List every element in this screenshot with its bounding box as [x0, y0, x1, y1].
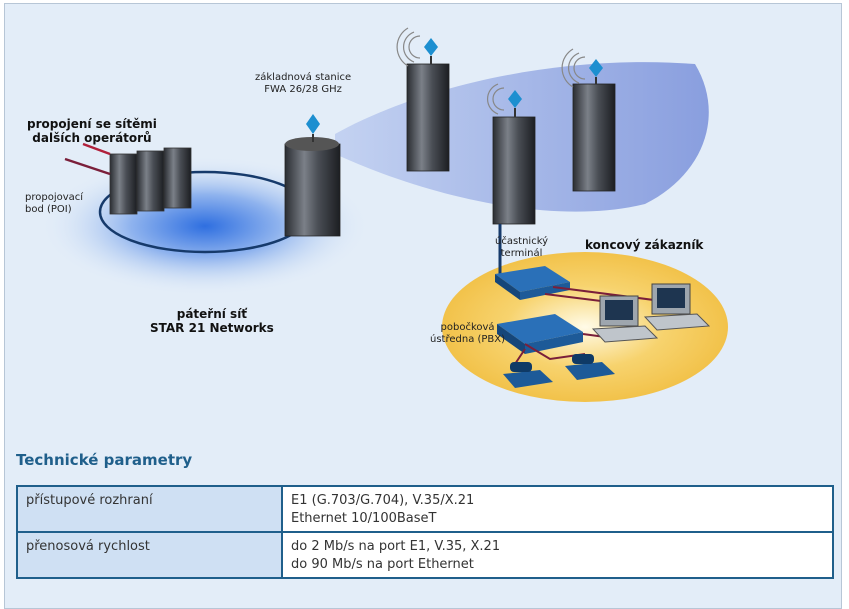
computer-1	[591, 295, 659, 343]
label-backbone: páteřní síť STAR 21 Networks	[150, 307, 274, 335]
remote-tower-3	[561, 48, 616, 192]
param-key: přístupové rozhraní	[16, 485, 283, 533]
label-base-station: základnová stanice FWA 26/28 GHz	[255, 72, 352, 95]
network-diagram	[40, 27, 728, 402]
label-end-customer: koncový zákazník	[585, 238, 704, 252]
computer-2	[643, 283, 711, 331]
base-station-tower	[284, 114, 341, 237]
label-pbx: pobočková ústředna (PBX)	[430, 322, 506, 345]
param-value-line: Ethernet 10/100BaseT	[291, 511, 437, 526]
label-poi: propojovací bod (POI)	[25, 192, 84, 215]
param-value-line: E1 (G.703/G.704), V.35/X.21	[291, 493, 475, 508]
phone-2	[565, 354, 615, 380]
subscriber-terminal-device	[495, 266, 570, 300]
pbx-device	[497, 314, 583, 354]
poi-server-racks	[64, 142, 192, 215]
params-table: přístupové rozhraní E1 (G.703/G.704), V.…	[16, 485, 834, 579]
param-value: E1 (G.703/G.704), V.35/X.21 Ethernet 10/…	[281, 485, 834, 533]
param-value: do 2 Mb/s na port E1, V.35, X.21 do 90 M…	[281, 531, 834, 579]
section-title: Technické parametry	[16, 451, 193, 469]
table-row: přístupové rozhraní E1 (G.703/G.704), V.…	[16, 485, 834, 533]
param-value-line: do 90 Mb/s na port Ethernet	[291, 557, 474, 572]
table-row: přenosová rychlost do 2 Mb/s na port E1,…	[16, 531, 834, 579]
remote-tower-1	[396, 27, 450, 172]
label-subscriber-terminal: účastnický terminál	[495, 236, 549, 259]
param-value-line: do 2 Mb/s na port E1, V.35, X.21	[291, 539, 501, 554]
page-frame: propojení se sítěmi dalších operátorů pr…	[4, 3, 842, 609]
param-key: přenosová rychlost	[16, 531, 283, 579]
phone-1	[503, 362, 553, 388]
label-interconnect: propojení se sítěmi dalších operátorů	[27, 117, 157, 145]
remote-tower-2	[486, 83, 536, 225]
